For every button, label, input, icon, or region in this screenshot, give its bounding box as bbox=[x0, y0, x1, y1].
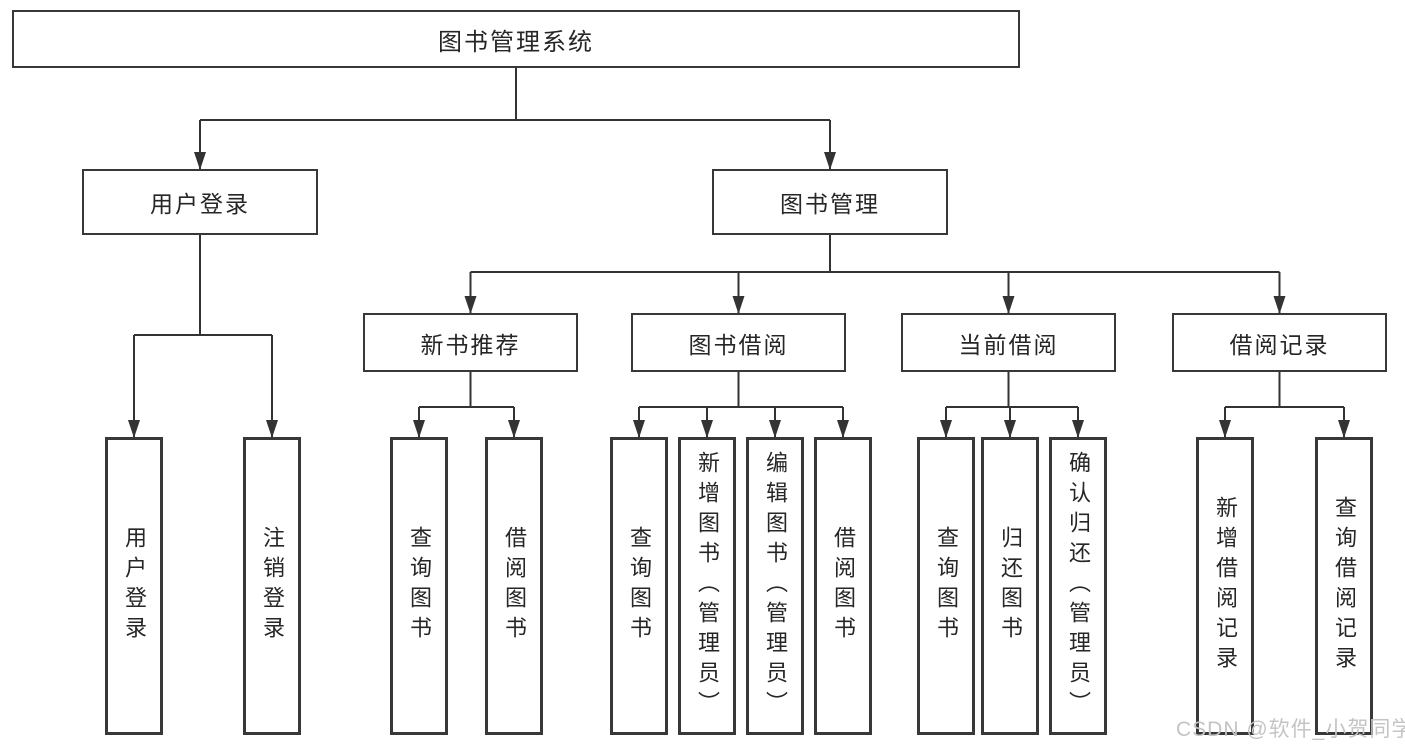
leaf-record-query: 查询借阅记录 bbox=[1315, 437, 1373, 735]
leaf-newbook-query: 查询图书 bbox=[390, 437, 448, 735]
leaf-logout-label: 注销登录 bbox=[260, 526, 285, 646]
leaf-current-return: 归还图书 bbox=[981, 437, 1039, 735]
node-book-borrow-label: 图书借阅 bbox=[688, 331, 789, 358]
leaf-current-query-label: 查询图书 bbox=[934, 526, 959, 646]
leaf-bookborrow-edit-label: 编辑图书（管理员） bbox=[763, 451, 788, 721]
node-borrow-record-label: 借阅记录 bbox=[1229, 331, 1330, 358]
leaf-bookborrow-borrow: 借阅图书 bbox=[814, 437, 872, 735]
watermark: CSDN @软件_小贺同学 bbox=[1176, 718, 1405, 741]
leaf-user-login-label: 用户登录 bbox=[122, 526, 147, 646]
leaf-bookborrow-add-label: 新增图书（管理员） bbox=[695, 451, 720, 721]
node-root-label: 图书管理系统 bbox=[438, 28, 594, 56]
node-book-mgmt: 图书管理 bbox=[712, 169, 948, 235]
leaf-record-add-label: 新增借阅记录 bbox=[1213, 496, 1238, 676]
leaf-bookborrow-edit: 编辑图书（管理员） bbox=[746, 437, 804, 735]
connector-book-mgmt bbox=[464, 235, 1286, 314]
connector-current-borrow bbox=[940, 372, 1084, 438]
leaf-user-login: 用户登录 bbox=[105, 437, 163, 735]
leaf-newbook-borrow-label: 借阅图书 bbox=[502, 526, 527, 646]
leaf-current-confirm: 确认归还（管理员） bbox=[1049, 437, 1107, 735]
leaf-bookborrow-query: 查询图书 bbox=[610, 437, 668, 735]
connector-new-book bbox=[413, 372, 520, 438]
node-current-borrow: 当前借阅 bbox=[901, 313, 1116, 372]
node-user-login: 用户登录 bbox=[82, 169, 318, 235]
leaf-record-add: 新增借阅记录 bbox=[1196, 437, 1254, 735]
leaf-current-confirm-label: 确认归还（管理员） bbox=[1066, 451, 1091, 721]
node-book-mgmt-label: 图书管理 bbox=[780, 191, 880, 217]
connector-borrow-record bbox=[1219, 372, 1350, 438]
node-new-book-label: 新书推荐 bbox=[420, 331, 521, 358]
connector-book-borrow bbox=[633, 372, 849, 438]
node-user-login-label: 用户登录 bbox=[150, 191, 250, 217]
connector-user-login bbox=[128, 235, 278, 438]
node-borrow-record: 借阅记录 bbox=[1172, 313, 1387, 372]
leaf-bookborrow-query-label: 查询图书 bbox=[627, 526, 652, 646]
connector-root bbox=[194, 68, 836, 170]
leaf-record-query-label: 查询借阅记录 bbox=[1332, 496, 1357, 676]
leaf-bookborrow-borrow-label: 借阅图书 bbox=[831, 526, 856, 646]
leaf-current-return-label: 归还图书 bbox=[998, 526, 1023, 646]
node-current-borrow-label: 当前借阅 bbox=[958, 331, 1059, 358]
leaf-newbook-borrow: 借阅图书 bbox=[485, 437, 543, 735]
node-book-borrow: 图书借阅 bbox=[631, 313, 846, 372]
node-root: 图书管理系统 bbox=[12, 10, 1020, 68]
leaf-current-query: 查询图书 bbox=[917, 437, 975, 735]
leaf-logout: 注销登录 bbox=[243, 437, 301, 735]
leaf-newbook-query-label: 查询图书 bbox=[407, 526, 432, 646]
leaf-bookborrow-add: 新增图书（管理员） bbox=[678, 437, 736, 735]
node-new-book: 新书推荐 bbox=[363, 313, 578, 372]
